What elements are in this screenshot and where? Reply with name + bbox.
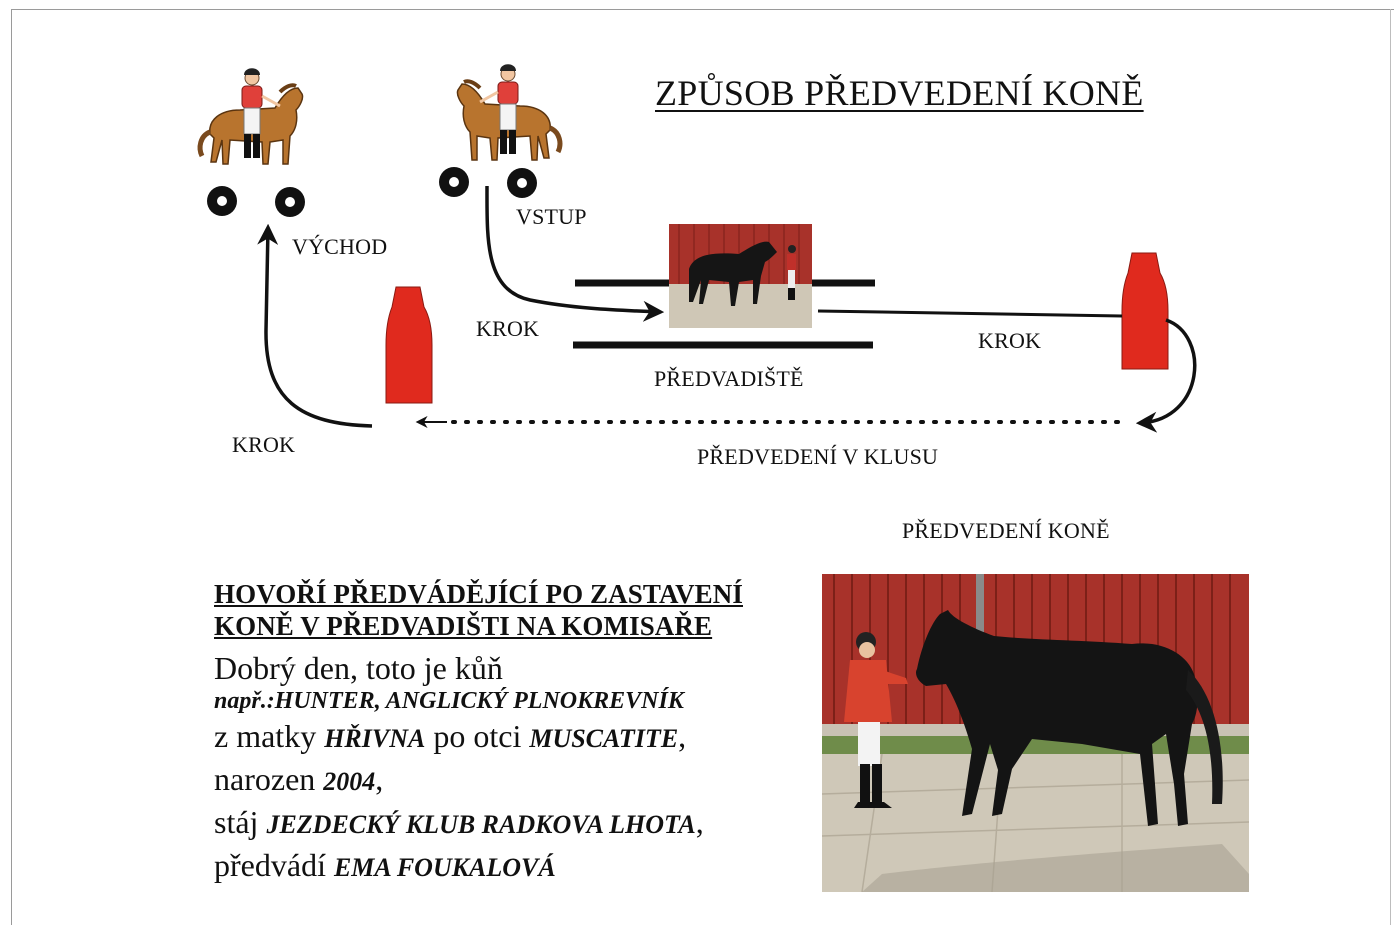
speech-born: narozen 2004, (214, 759, 824, 802)
horse-handler-exit-icon (200, 68, 302, 164)
text: narozen (214, 761, 324, 797)
presenter-speech: HOVOŘÍ PŘEDVÁDĚJÍCÍ PO ZASTAVENÍ KONĚ V … (214, 578, 824, 888)
frame-border-right (1390, 9, 1391, 925)
arrow-icon (1135, 318, 1197, 433)
speech-example: např.:HUNTER, ANGLICKÝ PLNOKREVNÍK (214, 688, 684, 714)
speech-heading-line: HOVOŘÍ PŘEDVÁDĚJÍCÍ PO ZASTAVENÍ (214, 579, 743, 609)
text: , (695, 804, 704, 840)
exit-label: VÝCHOD (292, 234, 388, 259)
horse-handler-entry-icon (457, 64, 559, 160)
marker-circle-icon (207, 186, 237, 216)
arrow-icon (485, 185, 665, 322)
speech-parents: z matky HŘIVNA po otci MUSCATITE, (214, 716, 824, 759)
trot-label: PŘEDVEDENÍ V KLUSU (697, 444, 939, 469)
text: stáj (214, 804, 267, 840)
arena-label: PŘEDVADIŠTĚ (654, 366, 804, 391)
photo-caption: PŘEDVEDENÍ KONĚ (902, 518, 1110, 543)
text: , (375, 761, 384, 797)
text: z matky (214, 718, 325, 754)
horse-presentation-photo (822, 574, 1249, 892)
speech-greeting: Dobrý den, toto je kůň (214, 650, 503, 686)
marker-circle-icon (507, 168, 537, 198)
arrow-icon (257, 223, 373, 428)
cone-icon (385, 286, 433, 404)
walk-label: KROK (978, 328, 1042, 353)
text: , (678, 718, 687, 754)
walk-label: KROK (476, 316, 540, 341)
sire-name: MUSCATITE (529, 724, 679, 753)
dam-name: HŘIVNA (324, 724, 426, 753)
walk-label: KROK (232, 432, 296, 457)
speech-heading: HOVOŘÍ PŘEDVÁDĚJÍCÍ PO ZASTAVENÍ KONĚ V … (214, 578, 824, 642)
birth-year: 2004 (323, 767, 376, 796)
cone-icon (1121, 252, 1169, 370)
speech-heading-line: KONĚ V PŘEDVADIŠTI NA KOMISAŘE (214, 611, 713, 641)
text: po otci (425, 718, 530, 754)
speech-stable: stáj JEZDECKÝ KLUB RADKOVA LHOTA, (214, 802, 824, 845)
path-line (817, 309, 1123, 318)
entry-label: VSTUP (516, 204, 587, 229)
marker-circle-icon (439, 167, 469, 197)
marker-circle-icon (275, 187, 305, 217)
handler-name: EMA FOUKALOVÁ (333, 853, 556, 882)
stable-name: JEZDECKÝ KLUB RADKOVA LHOTA (266, 810, 696, 839)
frame-border-left (11, 9, 12, 925)
frame-border-top (11, 9, 1394, 10)
speech-handler: předvádí EMA FOUKALOVÁ (214, 845, 824, 888)
page-title: ZPŮSOB PŘEDVEDENÍ KONĚ (655, 73, 1144, 113)
arena-photo (669, 224, 812, 328)
text: předvádí (214, 847, 334, 883)
